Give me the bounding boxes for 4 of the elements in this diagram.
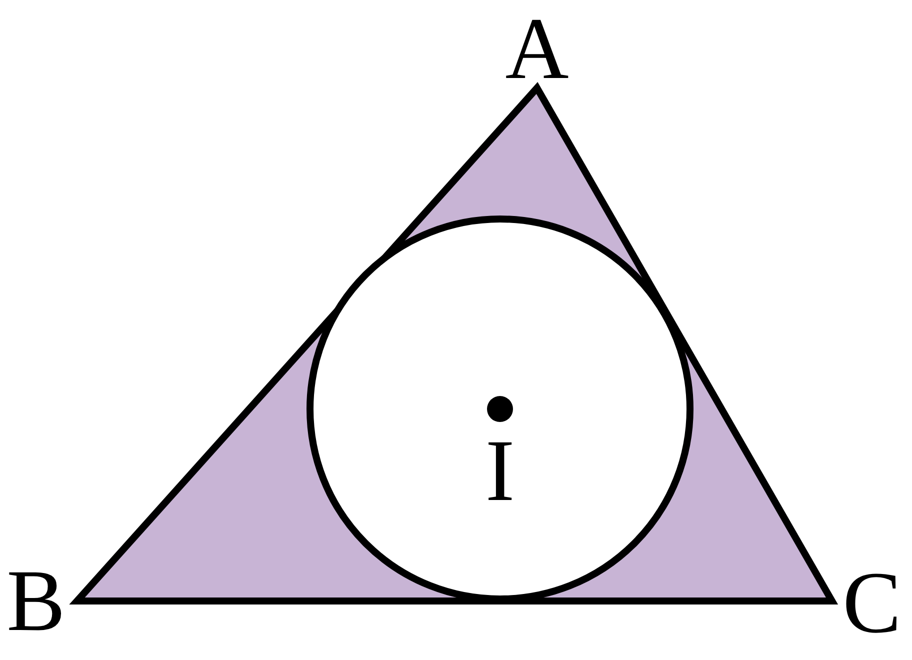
vertex-label: A — [505, 1, 569, 98]
vertex-label: B — [6, 553, 66, 650]
vertex-label: C — [842, 555, 902, 652]
point-label: I — [485, 423, 515, 520]
